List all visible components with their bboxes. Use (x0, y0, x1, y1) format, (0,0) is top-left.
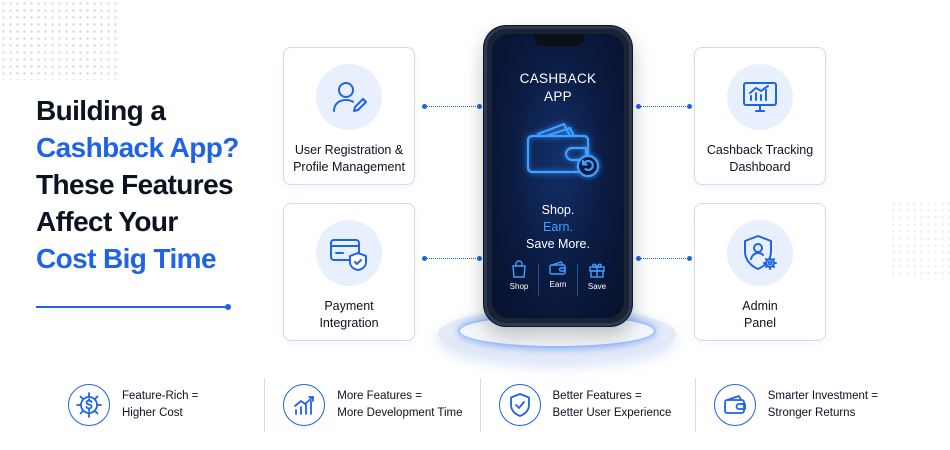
feature-label: Payment Integration (315, 298, 382, 332)
feature-label-line: Integration (319, 316, 379, 330)
headline-line: Building a (36, 95, 166, 126)
tab-divider (538, 264, 539, 296)
headline-line-highlight: Cost Big Time (36, 243, 217, 274)
tagline-line: Shop. (541, 203, 575, 217)
benefit-line: Better User Experience (552, 407, 672, 419)
feature-card-admin-panel: Admin Panel (694, 203, 826, 341)
tab-earn[interactable]: Earn (539, 260, 577, 300)
headline-line: These Features (36, 169, 234, 200)
benefit-line: More Features = (337, 390, 422, 402)
admin-shield-gear-icon (727, 220, 793, 286)
benefit-text: Feature-Rich = Higher Cost (122, 388, 198, 422)
card-shield-icon (316, 220, 382, 286)
phone-screen: CASHBACK APP Shop. Earn. Save More. (492, 34, 624, 318)
feature-card-cashback-tracking: Cashback Tracking Dashboard (694, 47, 826, 185)
tab-label: Shop (509, 282, 529, 291)
tab-label: Save (587, 282, 607, 291)
benefit-item: Smarter Investment = Stronger Returns (694, 378, 910, 432)
benefit-text: Smarter Investment = Stronger Returns (768, 388, 878, 422)
wallet-icon (713, 384, 756, 426)
benefit-line: Feature-Rich = (122, 390, 199, 402)
wallet-icon (549, 261, 566, 275)
feature-label-line: Dashboard (729, 160, 791, 174)
user-edit-icon (316, 64, 382, 130)
app-title-line: CASHBACK (519, 71, 597, 86)
gift-icon (589, 263, 605, 278)
benefit-text: Better Features = Better User Experience (553, 388, 672, 422)
growth-chart-icon (283, 384, 326, 426)
benefit-line: Better Features = (552, 390, 642, 402)
feature-label-line: User Registration & (294, 143, 404, 157)
feature-label: Cashback Tracking Dashboard (703, 142, 817, 176)
app-tab-bar: Shop Earn Save (500, 260, 616, 300)
app-tagline: Shop. Earn. Save More. (492, 202, 624, 253)
benefit-item: More Features = More Development Time (264, 378, 479, 432)
connector-line (636, 103, 692, 109)
feature-label-line: Payment (324, 299, 374, 313)
gear-dollar-icon (68, 384, 110, 426)
app-title-line: APP (544, 89, 572, 104)
feature-label: User Registration & Profile Management (289, 142, 409, 176)
monitor-chart-icon (727, 64, 793, 130)
benefit-line: Higher Cost (122, 407, 183, 419)
connector-line (636, 255, 692, 261)
feature-card-payment-integration: Payment Integration (283, 203, 415, 341)
feature-label-line: Cashback Tracking (706, 143, 814, 157)
connector-line (422, 255, 482, 261)
headline-line-highlight: Cashback App? (36, 132, 239, 163)
feature-label-line: Admin (742, 299, 778, 313)
benefit-item: Feature-Rich = Higher Cost (60, 378, 264, 432)
tab-save[interactable]: Save (578, 260, 616, 300)
feature-label-line: Profile Management (293, 160, 405, 174)
shield-check-icon (498, 384, 541, 426)
app-title: CASHBACK APP (492, 70, 624, 106)
headline-line: Affect Your (36, 206, 178, 237)
benefit-line: Smarter Investment = (767, 390, 878, 402)
feature-card-user-registration: User Registration & Profile Management (283, 47, 415, 185)
tagline-line: Save More. (526, 237, 590, 251)
benefit-item: Better Features = Better User Experience (479, 378, 695, 432)
tab-label: Earn (549, 280, 567, 289)
tagline-line-highlight: Earn. (543, 220, 573, 234)
feature-label: Admin Panel (738, 298, 781, 332)
tab-divider (577, 264, 578, 296)
phone-notch (534, 34, 584, 46)
headline-underline (36, 304, 231, 310)
benefit-text: More Features = More Development Time (337, 388, 462, 422)
headline: Building a Cashback App? These Features … (36, 92, 276, 277)
benefit-line: More Development Time (337, 407, 463, 419)
feature-label-line: Panel (744, 316, 776, 330)
dot-pattern-decoration (890, 200, 950, 280)
bottom-benefits-strip: Feature-Rich = Higher Cost More Features… (60, 378, 910, 432)
dot-pattern-decoration (0, 0, 120, 80)
connector-line (422, 103, 482, 109)
benefit-line: Stronger Returns (767, 407, 856, 419)
shopping-bag-icon (512, 260, 526, 278)
phone-mockup: CASHBACK APP Shop. Earn. Save More. (484, 26, 632, 326)
tab-shop[interactable]: Shop (500, 260, 538, 300)
wallet-cashback-icon (522, 118, 602, 189)
